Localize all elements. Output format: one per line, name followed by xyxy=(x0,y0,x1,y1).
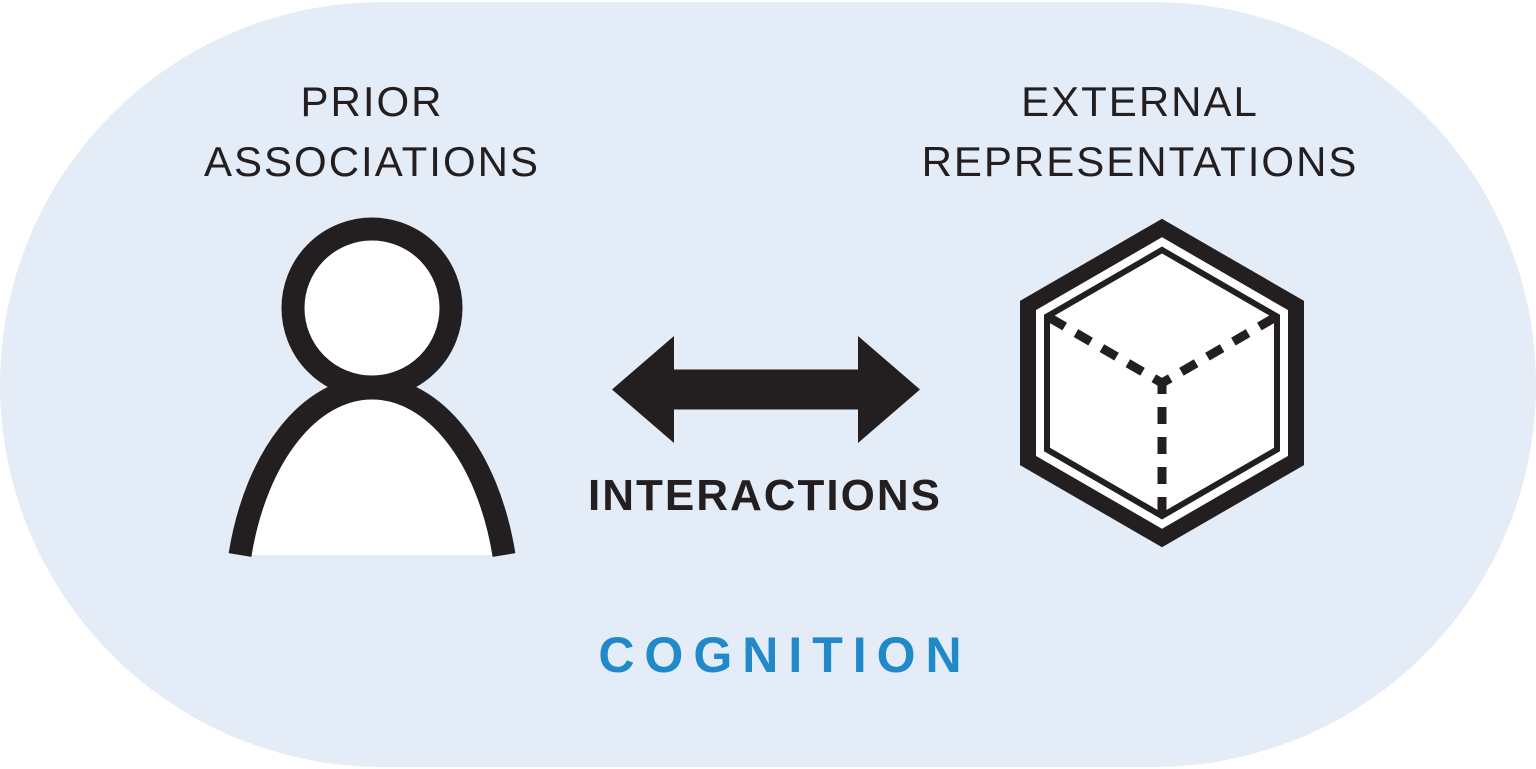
cube-icon xyxy=(1020,218,1304,548)
external-representations-label: EXTERNAL REPRESENTATIONS xyxy=(840,72,1440,192)
prior-associations-label: PRIOR ASSOCIATIONS xyxy=(72,72,672,192)
double-arrow-icon xyxy=(612,336,920,443)
external-representations-line2: REPRESENTATIONS xyxy=(921,138,1359,185)
person-icon xyxy=(228,217,516,557)
external-representations-line1: EXTERNAL xyxy=(1021,78,1259,125)
prior-associations-line2: ASSOCIATIONS xyxy=(204,138,540,185)
cognition-label: COGNITION xyxy=(598,627,972,683)
interactions-label: INTERACTIONS xyxy=(588,471,942,520)
prior-associations-line1: PRIOR xyxy=(300,78,444,125)
